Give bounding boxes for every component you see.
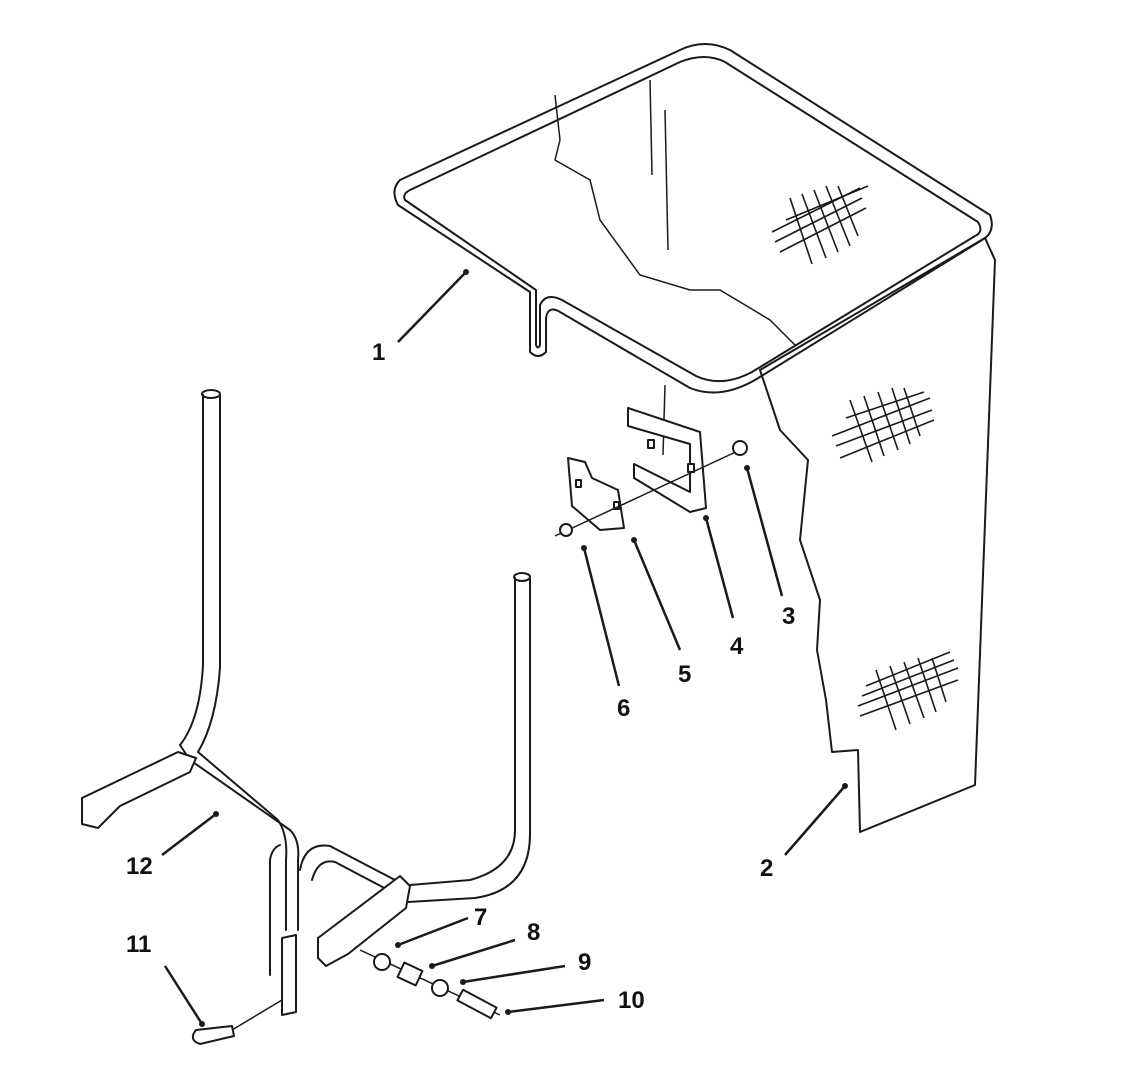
bolt-10 (456, 988, 498, 1020)
hairpin-11 (191, 1025, 235, 1045)
spacer-8 (396, 961, 424, 987)
grass-bag (554, 79, 996, 833)
leader-lines (161, 269, 848, 1027)
bracket-5 (567, 457, 625, 531)
callout-11: 11 (126, 931, 151, 958)
nut-6 (559, 523, 573, 537)
bolt-3 (732, 440, 748, 456)
bolt-axis-upper (554, 449, 741, 537)
callout-12: 12 (126, 853, 153, 880)
support-frame (81, 389, 531, 1016)
hitch-plate-left (81, 751, 197, 829)
callout-2: 2 (760, 855, 773, 882)
callout-8: 8 (527, 919, 540, 946)
mesh-patch-upper (771, 185, 869, 265)
callout-labels: 1 2 3 4 5 6 7 8 9 10 11 12 (126, 339, 795, 1014)
hitch-plate-right (317, 875, 411, 967)
bracket-4 (627, 407, 707, 513)
callout-6: 6 (617, 695, 630, 722)
callout-3: 3 (782, 603, 795, 630)
callout-5: 5 (678, 661, 691, 688)
callout-9: 9 (578, 949, 591, 976)
bag-frame (393, 43, 993, 394)
callout-4: 4 (730, 633, 744, 660)
pin-post (281, 934, 297, 1016)
callout-7: 7 (474, 904, 487, 931)
hardware-stack (191, 949, 501, 1045)
callout-10: 10 (618, 987, 645, 1014)
mesh-patch-middle (831, 387, 935, 463)
mesh-patch-lower (857, 651, 959, 731)
nut-7 (373, 953, 391, 971)
washer-9 (431, 979, 449, 997)
callout-1: 1 (372, 339, 385, 366)
